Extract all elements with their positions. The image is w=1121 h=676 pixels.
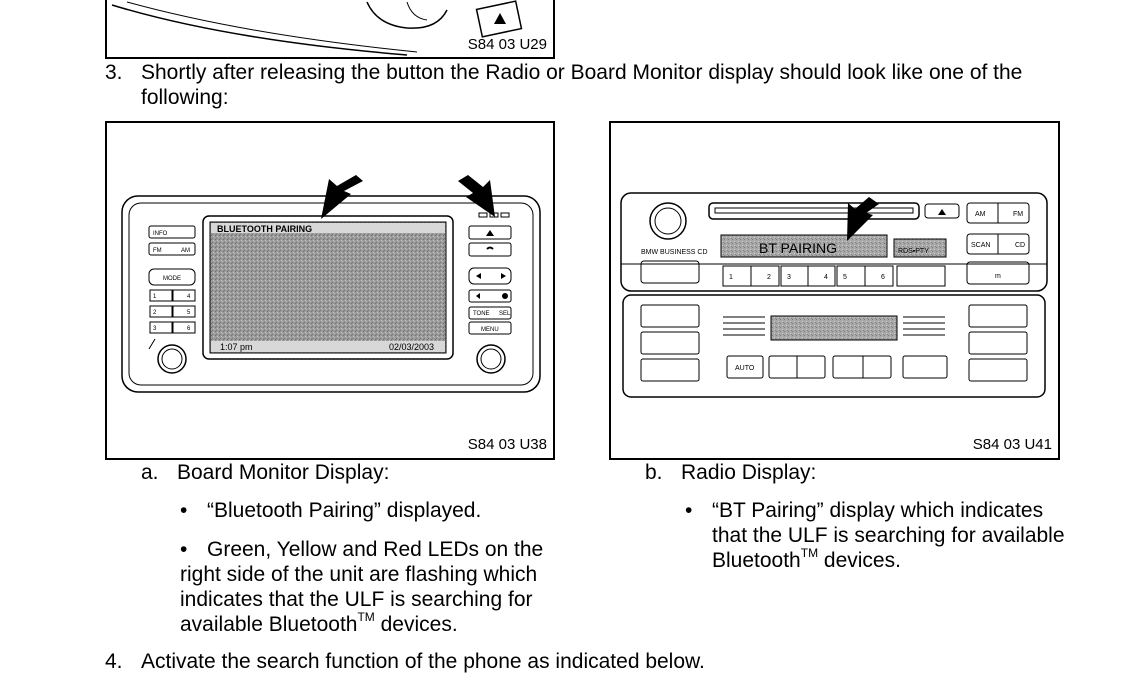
radio-btn-scan: SCAN [971, 242, 990, 249]
step4-number: 4. [105, 650, 123, 673]
item-a-bullet2-line4: available BluetoothTM devices. [180, 610, 458, 637]
top-figure: S84 03 U29 [105, 0, 555, 59]
radio-rds-label: RDS▪PTY [898, 248, 929, 255]
radio-brand: BMW BUSINESS CD [641, 249, 708, 256]
figure-board-monitor: BLUETOOTH PAIRING 1:07 pm 02/03/2003 INF… [105, 121, 555, 460]
screen-time: 1:07 pm [220, 342, 253, 352]
item-a-bullet2-line3: indicates that the ULF is searching for [180, 588, 533, 611]
step4-text: Activate the search function of the phon… [141, 650, 705, 673]
screen-date: 02/03/2003 [389, 342, 434, 352]
figure-radio: BT PAIRING BMW BUSINESS CD RDS▪PTY AM FM… [609, 121, 1060, 460]
top-figure-drawing [111, 0, 523, 56]
radio-preset-2: 2 [767, 274, 771, 281]
item-a-bullet1: “Bluetooth Pairing” displayed. [207, 499, 482, 522]
item-b-bullet1-line3: BluetoothTM devices. [712, 546, 901, 573]
radio-preset-3: 3 [787, 274, 791, 281]
item-a-bullet2-line2: right side of the unit are flashing whic… [180, 563, 538, 586]
figure-b-caption: S84 03 U41 [972, 436, 1052, 453]
btn-sel: SEL [499, 311, 511, 317]
btn-menu: MENU [481, 327, 499, 333]
top-figure-caption: S84 03 U29 [467, 36, 547, 53]
radio-btn-fm: FM [1013, 211, 1023, 218]
btn-tone: TONE [473, 311, 490, 317]
btn-info: INFO [153, 231, 168, 237]
item-b-letter: b. [645, 461, 663, 484]
step3-line2: following: [141, 86, 229, 109]
item-b-bullet1-marker: • [685, 499, 693, 522]
step3-number: 3. [105, 61, 123, 84]
item-b-bullet1-line1: “BT Pairing” display which indicates [712, 499, 1044, 522]
radio-btn-cd: CD [1015, 242, 1025, 249]
item-a-devices: devices. [374, 613, 458, 636]
radio-display-text: BT PAIRING [759, 240, 837, 256]
btn-fm: FM [153, 248, 162, 254]
item-b-devices: devices. [818, 549, 901, 572]
preset-1: 1 [153, 294, 157, 300]
step3-line1: Shortly after releasing the button the R… [141, 61, 1023, 84]
radio-preset-6: 6 [881, 274, 885, 281]
item-a-bullet2-marker: • [180, 538, 188, 561]
item-a-tm: TM [357, 610, 375, 624]
item-a-letter: a. [141, 461, 159, 484]
item-b-title: Radio Display: [681, 461, 817, 484]
radio-btn-m: m [995, 273, 1001, 280]
screen-title: BLUETOOTH PAIRING [217, 224, 312, 234]
item-b-tm: TM [800, 546, 819, 560]
radio-illustration: BT PAIRING BMW BUSINESS CD RDS▪PTY AM FM… [620, 192, 1048, 398]
item-a-bullet2-line1: Green, Yellow and Red LEDs on the [207, 538, 544, 561]
preset-5: 5 [187, 310, 191, 316]
item-a-title: Board Monitor Display: [177, 461, 390, 484]
item-a-bullet1-marker: • [180, 499, 188, 522]
preset-2: 2 [153, 310, 157, 316]
item-b-bluetooth: Bluetooth [712, 549, 801, 572]
figure-a-caption: S84 03 U38 [467, 436, 547, 453]
radio-preset-5: 5 [843, 274, 847, 281]
item-b-bullet1-line2: that the ULF is searching for available [712, 524, 1065, 547]
radio-btn-auto: AUTO [735, 365, 755, 372]
btn-am: AM [181, 248, 190, 254]
board-monitor-illustration: BLUETOOTH PAIRING 1:07 pm 02/03/2003 INF… [121, 175, 541, 393]
radio-btn-am: AM [975, 211, 986, 218]
preset-6: 6 [187, 326, 191, 332]
radio-preset-4: 4 [824, 274, 828, 281]
preset-3: 3 [153, 326, 157, 332]
item-a-bluetooth: available Bluetooth [180, 613, 358, 636]
preset-4: 4 [187, 294, 191, 300]
radio-preset-1: 1 [729, 274, 733, 281]
btn-mode: MODE [163, 276, 181, 282]
